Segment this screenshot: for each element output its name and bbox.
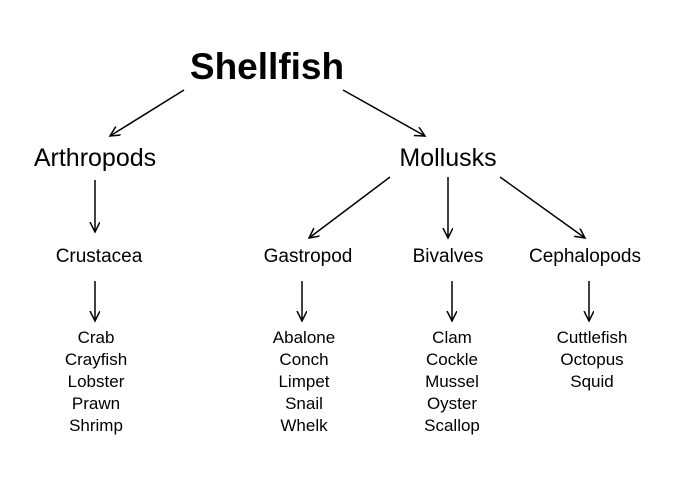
- list-item: Shrimp: [69, 416, 123, 435]
- list-item: Abalone: [272, 328, 336, 347]
- arrow-shellfish-to-arthropods: [110, 89, 185, 136]
- arrow-shellfish-to-mollusks: [342, 89, 425, 136]
- arrow-mollusks-to-cephalopods: [499, 176, 585, 238]
- list-item: Conch: [279, 350, 329, 369]
- node-gastropod: Gastropod: [263, 246, 353, 267]
- list-item: Cuttlefish: [556, 328, 628, 347]
- node-crustacea: Crustacea: [55, 246, 143, 267]
- list-item: Octopus: [560, 350, 624, 369]
- list-item: Crayfish: [64, 350, 128, 369]
- list-item: Mussel: [425, 372, 479, 391]
- gastropod-item-list: Abalone Conch Limpet Snail Whelk: [273, 327, 335, 437]
- list-item: Clam: [432, 328, 472, 347]
- list-item: Squid: [570, 372, 614, 391]
- node-mollusks: Mollusks: [399, 144, 497, 172]
- list-item: Oyster: [426, 394, 478, 413]
- list-item: Whelk: [280, 416, 328, 435]
- crustacea-item-list: Crab Crayfish Lobster Prawn Shrimp: [65, 327, 127, 437]
- cephalopods-item-list: Cuttlefish Octopus Squid: [557, 327, 628, 393]
- list-item: Prawn: [71, 394, 121, 413]
- bivalves-item-list: Clam Cockle Mussel Oyster Scallop: [424, 327, 480, 437]
- root-node-label: Shellfish: [189, 46, 345, 87]
- arrow-mollusks-to-gastropod: [309, 176, 391, 238]
- node-cephalopods: Cephalopods: [529, 246, 641, 267]
- list-item: Crab: [77, 328, 115, 347]
- list-item: Scallop: [424, 416, 480, 435]
- list-item: Snail: [285, 394, 323, 413]
- node-arthropods: Arthropods: [33, 144, 157, 172]
- list-item: Limpet: [278, 372, 330, 391]
- node-bivalves: Bivalves: [412, 246, 484, 267]
- list-item: Cockle: [426, 350, 478, 369]
- list-item: Lobster: [67, 372, 125, 391]
